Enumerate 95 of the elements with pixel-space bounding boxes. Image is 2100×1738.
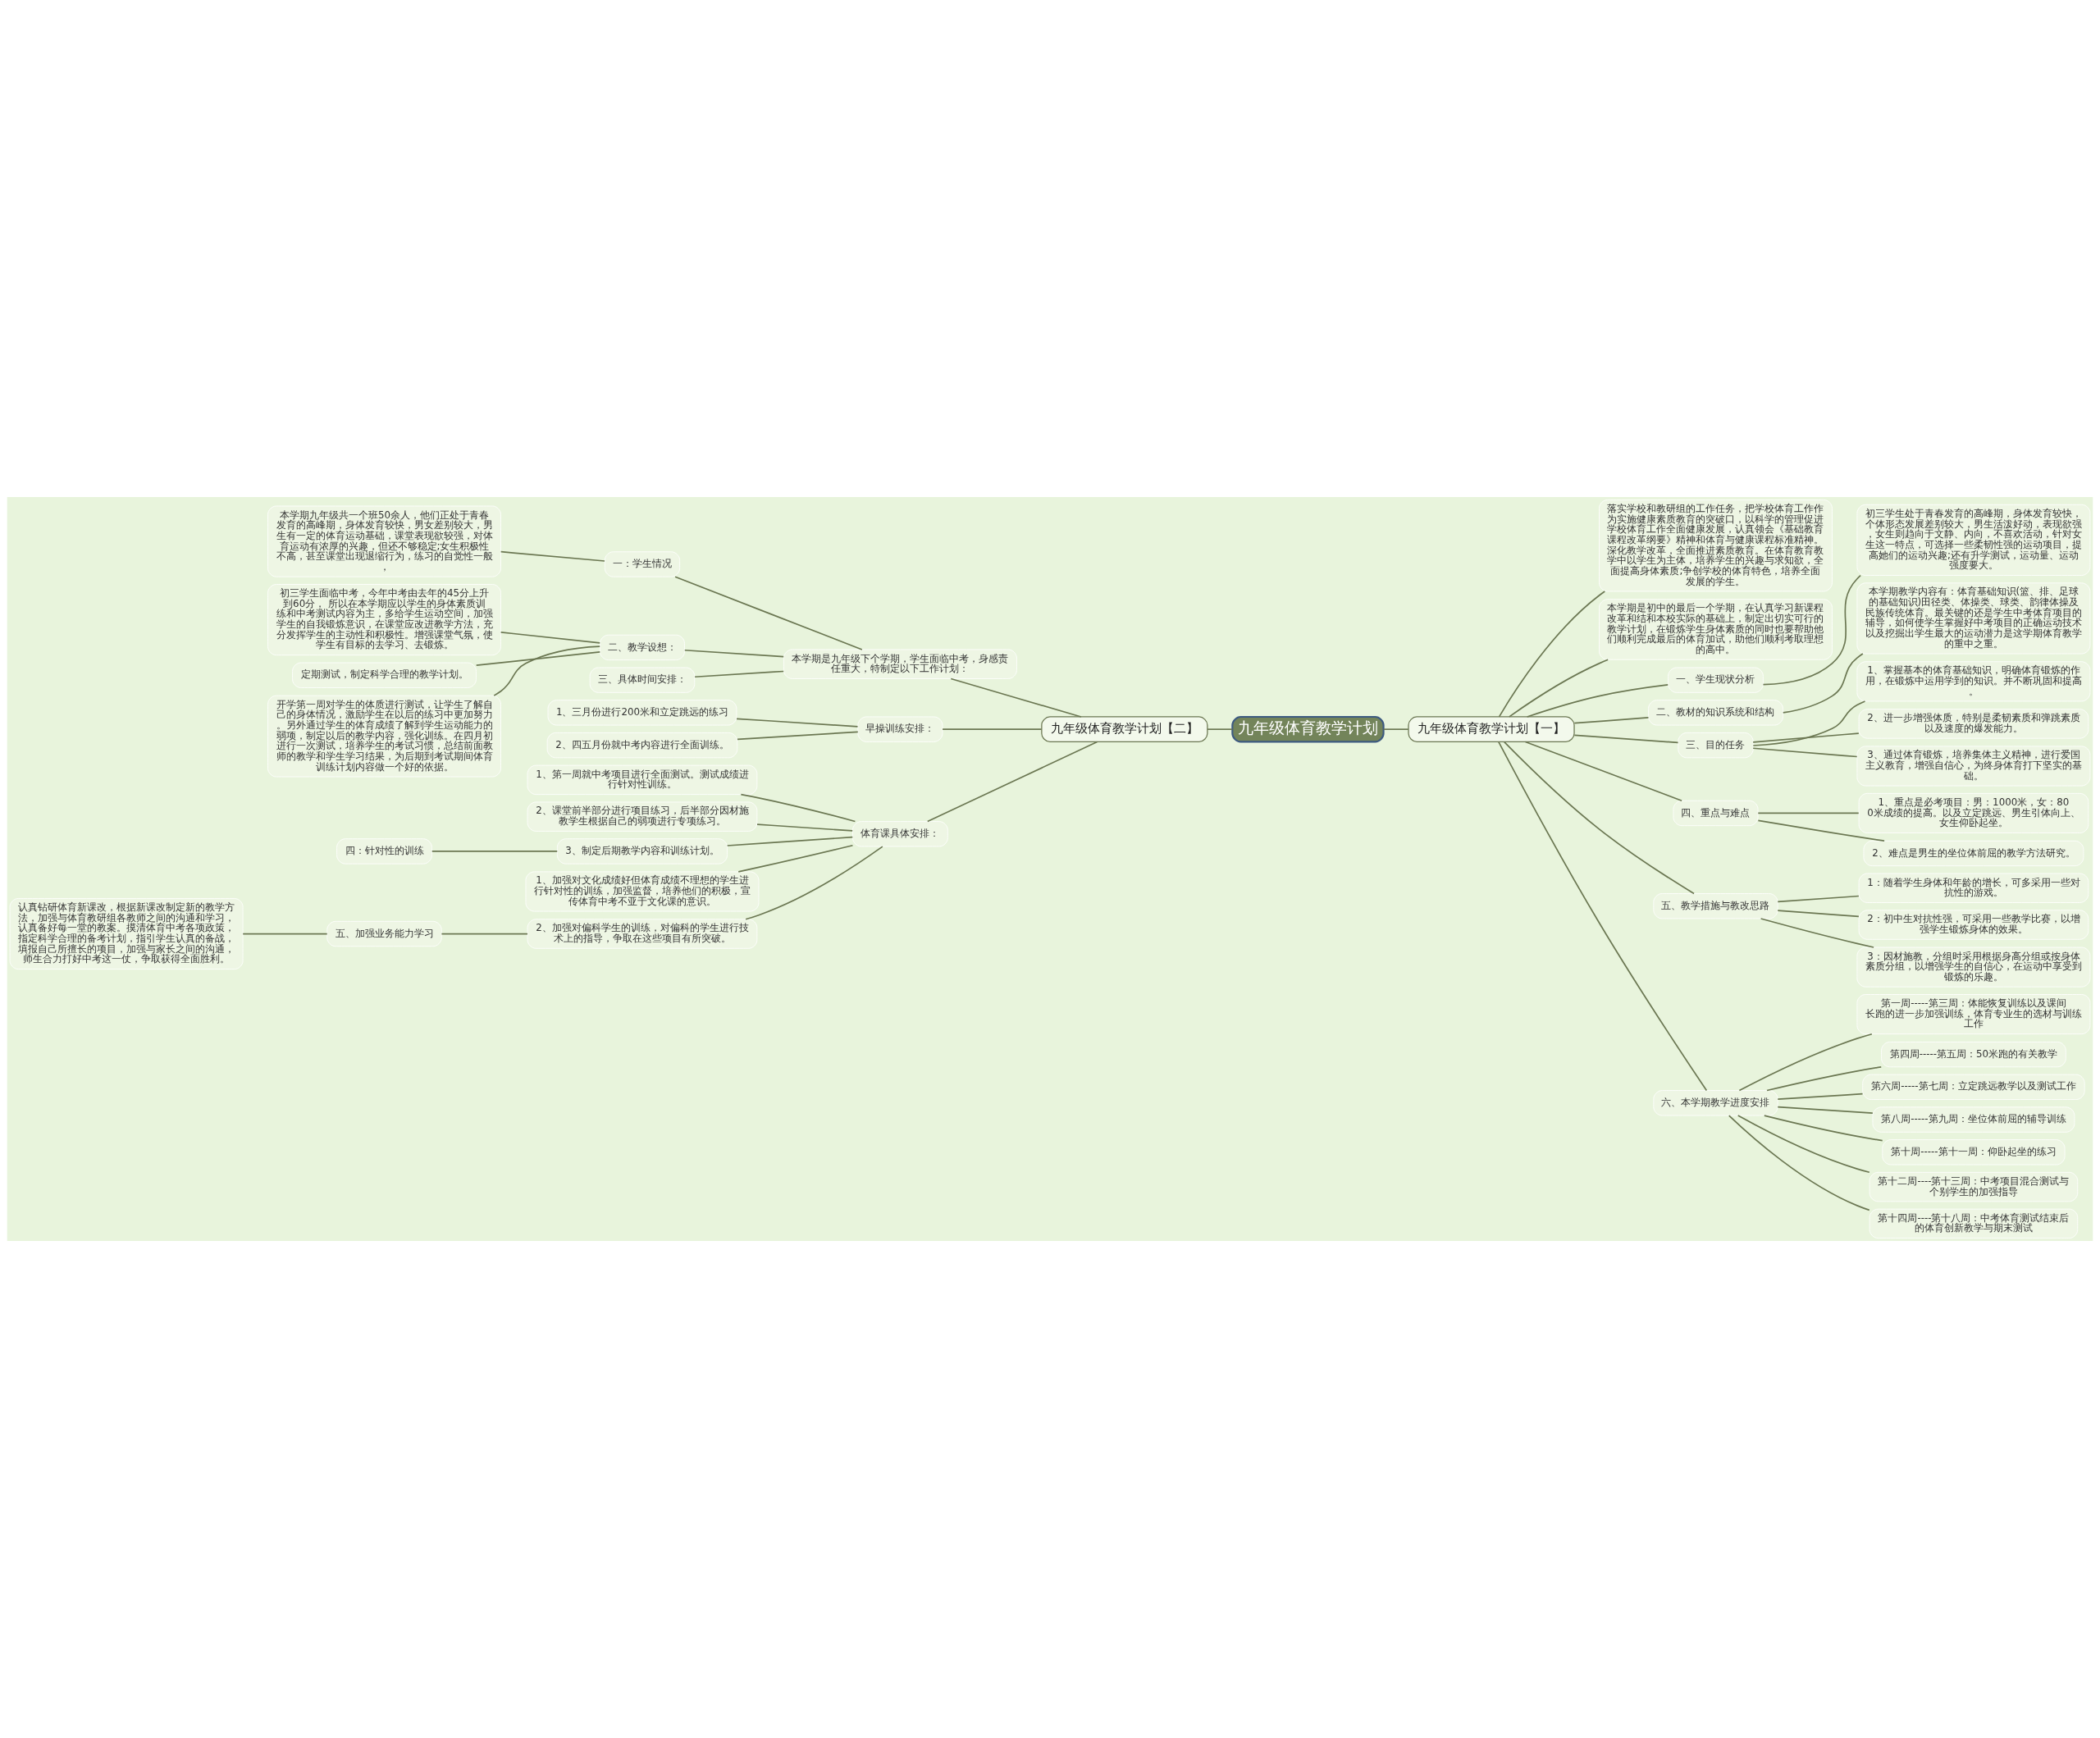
node-box: 二、教材的知识系统和结构 xyxy=(1648,700,1783,726)
connector xyxy=(1738,1033,1873,1092)
node-box: 3、通过体育锻炼，培养集体主义精神，进行爱国主义教育，增强自信心，为终身体育打下坚实的基础。 xyxy=(1856,746,2091,787)
connector xyxy=(1509,659,1609,718)
connector xyxy=(1498,591,1606,718)
node-box: 三、具体时间安排： xyxy=(589,667,696,693)
connector xyxy=(694,670,785,678)
node-box: 1、重点是必考项目：男：1000米，女：800米成绩的提高。以及立定跳远、男生引体向上、女生仰卧起坐。 xyxy=(1858,792,2089,833)
connector xyxy=(1760,918,1874,948)
connector xyxy=(1777,895,1860,903)
connector xyxy=(1757,819,1885,842)
node-box: 第十四周----第十八周：中考体育测试结束后的体育创新教学与期末测试 xyxy=(1869,1208,2079,1239)
connector xyxy=(1766,1066,1883,1092)
node-box: 认真钻研体育新课改，根据新课改制定新的教学方法，加强与体育教研组各教师之间的沟通和学习，认真备好每一堂的教案。摸清体育中考各项政策，指定科学合理的备考计划，指引学生认真的备战，填报自己所擅长的项目，加强与家长之间的沟通，师生合力打好中考这一仗，争取获得全面胜利。 xyxy=(9,898,244,970)
node-box: 九年级体育教学计划【一】 xyxy=(1408,716,1575,743)
connector xyxy=(242,933,328,935)
node-box: 第八周-----第九周：坐位体前屈的辅导训练 xyxy=(1872,1106,2075,1133)
connector xyxy=(1782,653,1864,714)
node-box: 第十二周----第十三周：中考项目混合测试与个别学生的加强指导 xyxy=(1869,1171,2079,1202)
connector xyxy=(1777,1093,1864,1100)
connector xyxy=(926,741,1098,823)
connector xyxy=(1207,728,1234,730)
node-box: 早操训练安排： xyxy=(857,716,943,742)
node-box: 3、制定后期教学内容和训练计划。 xyxy=(557,838,728,864)
node-box: 2、加强对偏科学生的训练，对偏科的学生进行技术上的指导，争取在这些项目有所突破。 xyxy=(527,919,758,949)
node-box: 本学期九年级共一个班50余人，他们正处于青春发育的高峰期，身体发育较快，男女差别较大，男生有一定的体育运动基础，课堂表现欲较强，对体育运动有浓厚的兴趣，但还不够稳定;女生积极性不高，甚至课堂出现退缩行为，练习的自觉性一般， xyxy=(267,505,501,577)
node-box: 初三学生面临中考，今年中考由去年的45分上升到60分， 所以在本学期应以学生的身体素质训练和中考测试内容为主，多给学生运动空间，加强学生的自我锻炼意识，在课堂应改进教学方法，充分发挥学生的主动性和积极性。增强课堂气氛，使学生有目标的去学习、去锻炼。 xyxy=(267,584,501,656)
connector xyxy=(683,649,785,658)
node-box: 九年级体育教学计划 xyxy=(1231,715,1385,743)
node-box: 五、教学措施与教改思路 xyxy=(1653,893,1778,919)
connector xyxy=(431,851,559,852)
connector xyxy=(950,677,1082,718)
connector xyxy=(942,728,1043,730)
connector xyxy=(737,844,854,873)
connector xyxy=(756,823,853,832)
connector xyxy=(1757,812,1860,814)
node-box: 第十周-----第十一周：仰卧起坐的练习 xyxy=(1882,1139,2066,1166)
connector xyxy=(1752,700,1866,746)
connector xyxy=(500,632,601,644)
connector xyxy=(1524,741,1682,802)
node-box: 1、加强对文化成绩好但体育成绩不理想的学生进行针对性的训练，加强监督，培养他们的积极，宣传体育中考不亚于文化课的意识。 xyxy=(525,871,760,912)
connector xyxy=(1503,741,1695,895)
connector xyxy=(737,731,859,741)
node-box: 本学期是初中的最后一个学期，在认真学习新课程改革和结和本校实际的基础上，制定出切实可行的教学计划，在锻炼学生身体素质的同时也要帮助他们顺利完成最后的体育加试，助他们顺利考取理想的高中。 xyxy=(1599,599,1833,660)
node-box: 一、学生现状分析 xyxy=(1668,667,1764,693)
connector xyxy=(745,846,883,920)
connector xyxy=(475,651,601,667)
connector xyxy=(1777,910,1860,918)
node-box: 本学期教学内容有：体育基础知识(篮、排、足球的基础知识)田径类、体操类、球类、韵律体操及民族传统体育。最关键的还是学生中考体育项目的辅导，如何使学生掌握好中考项目的正确运动技术以及挖掘出学生最大的运动潜力是这学期体育教学的重中之重。 xyxy=(1856,582,2091,655)
node-box: 第四周-----第五周：50米跑的有关教学 xyxy=(1881,1041,2066,1068)
connector xyxy=(493,645,601,696)
connector xyxy=(1382,728,1409,730)
node-box: 本学期是九年级下个学期，学生面临中考，身感责任重大，特制定以下工作计划： xyxy=(783,649,1017,679)
connector xyxy=(1573,717,1650,724)
connector xyxy=(1737,1115,1870,1174)
node-box: 1、三月份进行200米和立定跳远的练习 xyxy=(547,700,737,726)
connector xyxy=(726,836,854,846)
connector xyxy=(1498,741,1708,1092)
connector xyxy=(1763,1115,1883,1142)
connector xyxy=(1573,734,1679,744)
node-box: 定期测试，制定科学合理的教学计划。 xyxy=(292,662,477,688)
node-box: 第一周-----第三周：体能恢复训练以及课间长跑的进一步加强训练，体育专业生的选材与训练工作 xyxy=(1856,994,2091,1035)
node-box: 2、四五月份就中考内容进行全面训练。 xyxy=(546,732,738,759)
node-box: 1、第一周就中考项目进行全面测试。测试成绩进行针对性训练。 xyxy=(527,764,758,796)
connector xyxy=(674,576,863,650)
connector xyxy=(1762,574,1861,686)
connector xyxy=(500,550,605,562)
node-box: 3：因材施教，分组时采用根据身高分组或按身体素质分组，以增强学生的自信心，在运动中享受到锻炼的乐趣。 xyxy=(1856,947,2091,988)
node-box: 一：学生情况 xyxy=(604,551,681,577)
node-box: 五、加强业务能力学习 xyxy=(326,920,442,947)
node-box: 2、进一步增强体质，特别是柔韧素质和弹跳素质以及速度的爆发能力。 xyxy=(1858,709,2089,739)
node-box: 开学第一周对学生的体质进行测试，让学生了解自己的身体情况，激励学生在以后的练习中更加努力。另外通过学生的体育成绩了解到学生运动能力的弱项，制定以后的教学内容，强化训练。在四月初进行一次测试，培养学生的考试习惯，总结前面教师的教学和学生学习结果，为后期到考试期间体育训练计划内容做一个好的依据。 xyxy=(267,695,501,778)
node-box: 第六周-----第七周：立定跳远教学以及测试工作 xyxy=(1862,1074,2085,1100)
node-box: 1：随着学生身体和年龄的增长，可多采用一些对抗性的游戏。 xyxy=(1858,873,2089,903)
node-box: 四：针对性的训练 xyxy=(336,838,432,864)
node-box: 九年级体育教学计划【二】 xyxy=(1041,716,1208,743)
node-box: 2：初中生对抗性强，可采用一些教学比赛，以增强学生锻炼身体的效果。 xyxy=(1858,910,2089,940)
node-box: 2、课堂前半部分进行项目练习，后半部分因材施教学生根据自己的弱项进行专项练习。 xyxy=(527,801,758,832)
connector xyxy=(1752,747,1858,758)
node-box: 初三学生处于青春发育的高峰期，身体发育较快，个体形态发展差别较大，男生活泼好动，表现欲强，女生则趋向于文静、内向，不喜欢活动，针对女生这一特点，可选择一些柔韧性强的运动项目，提高她们的运动兴趣;还有升学测试，运动量、运动强度要大。 xyxy=(1856,504,2091,576)
node-box: 1、掌握基本的体育基础知识，明确体育锻炼的作用，在锻炼中运用学到的知识。并不断巩固和提高。 xyxy=(1856,661,2091,702)
connector xyxy=(740,793,856,823)
connector xyxy=(1777,1106,1874,1114)
connector xyxy=(1752,732,1860,743)
connector xyxy=(441,933,528,935)
node-box: 六、本学期教学进度安排 xyxy=(1653,1090,1778,1116)
node-box: 落实学校和教研组的工作任务，把学校体育工作作为实施健康素质教育的突破口，以科学的管理促进学校体育工作全面健康发展，认真领会《基础教育课程改革纲要》精神和体育与健康课程标准精神。深化教学改革，全面推进素质教育。在体育教育教学中以学生为主体，培养学生的兴趣与求知欲，全面提高身体素质;争创学校的体育特色，培养全面发展的学生。 xyxy=(1599,499,1833,592)
node-box: 三、目的任务 xyxy=(1678,732,1754,759)
connector xyxy=(1728,1115,1870,1211)
connector xyxy=(1526,684,1669,718)
node-box: 体育课具体安排： xyxy=(852,821,948,847)
node-box: 二、教学设想： xyxy=(599,634,685,661)
node-box: 2、难点是男生的坐位体前屈的教学方法研究。 xyxy=(1863,840,2084,867)
node-box: 四、重点与难点 xyxy=(1673,800,1759,827)
connector xyxy=(736,718,859,728)
